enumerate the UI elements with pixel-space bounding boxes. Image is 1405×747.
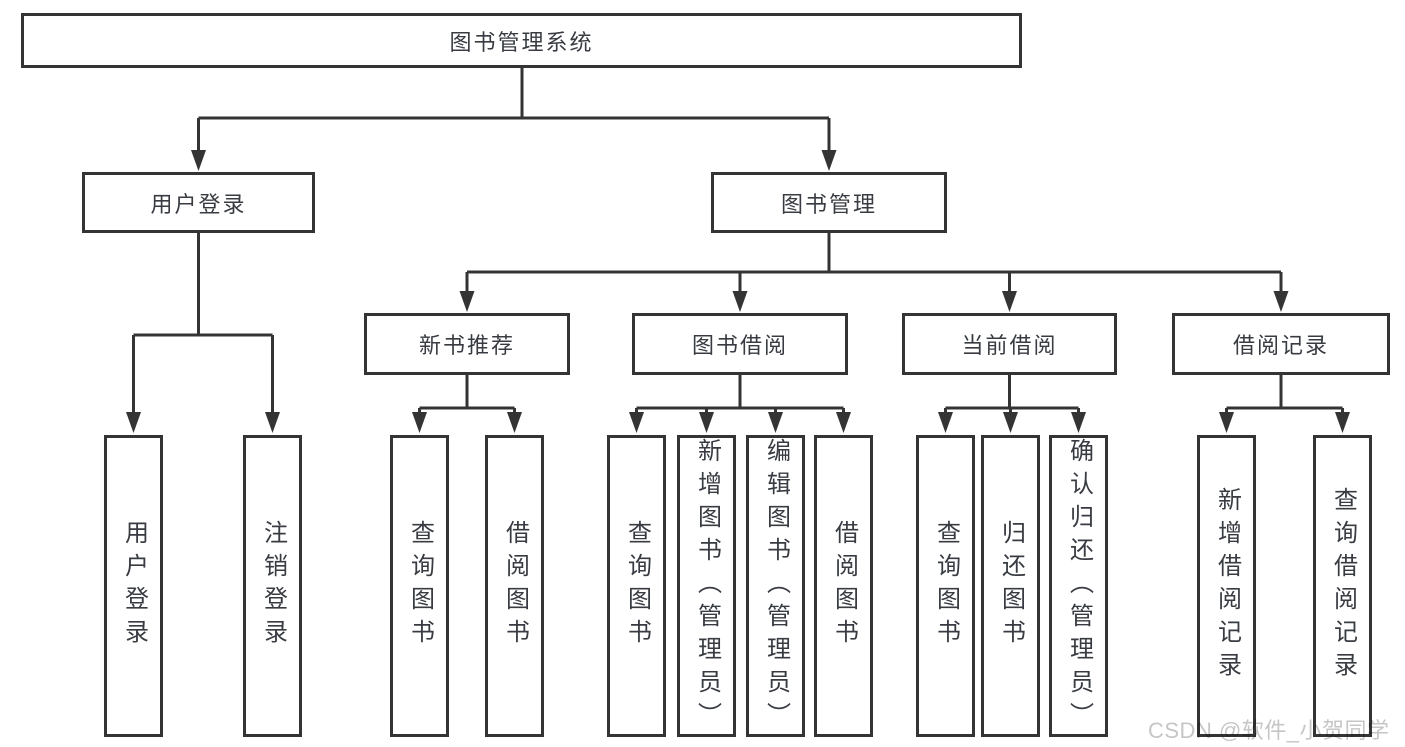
leaf-newbook-borrow: 借阅图书 (485, 435, 544, 737)
leaf-newbook-query-label: 查询图书 (406, 520, 434, 652)
node-current-borrow-label: 当前借阅 (961, 333, 1058, 358)
leaf-current-confirm-admin: 确认归还（管理员） (1049, 435, 1108, 737)
node-new-book-recommend-label: 新书推荐 (418, 333, 515, 358)
leaf-borrow-edit-admin-label: 编辑图书（管理员） (762, 437, 790, 735)
node-book-borrow: 图书借阅 (632, 313, 848, 375)
leaf-record-query-label: 查询借阅记录 (1329, 487, 1357, 685)
leaf-record-add: 新增借阅记录 (1197, 435, 1256, 737)
leaf-user-login: 用户登录 (104, 435, 163, 737)
leaf-logout-label: 注销登录 (259, 520, 287, 652)
node-book-management: 图书管理 (711, 172, 947, 233)
leaf-borrow-book: 借阅图书 (814, 435, 873, 737)
leaf-current-query: 查询图书 (916, 435, 975, 737)
leaf-logout: 注销登录 (243, 435, 302, 737)
node-new-book-recommend: 新书推荐 (364, 313, 570, 375)
leaf-record-query: 查询借阅记录 (1313, 435, 1372, 737)
leaf-current-confirm-admin-label: 确认归还（管理员） (1065, 437, 1093, 735)
leaf-borrow-query: 查询图书 (607, 435, 666, 737)
node-book-management-label: 图书管理 (780, 191, 877, 217)
csdn-watermark: CSDN @软件_小贺同学 (1148, 718, 1390, 743)
node-borrow-record-label: 借阅记录 (1232, 333, 1329, 358)
leaf-current-query-label: 查询图书 (932, 520, 960, 652)
leaf-user-login-label: 用户登录 (120, 520, 148, 652)
leaf-record-add-label: 新增借阅记录 (1213, 487, 1241, 685)
node-current-borrow: 当前借阅 (902, 313, 1117, 375)
leaf-borrow-book-label: 借阅图书 (830, 520, 858, 652)
node-user-login-label: 用户登录 (150, 191, 247, 217)
leaf-newbook-query: 查询图书 (390, 435, 449, 737)
leaf-borrow-edit-admin: 编辑图书（管理员） (746, 435, 805, 737)
leaf-borrow-query-label: 查询图书 (623, 520, 651, 652)
node-user-login: 用户登录 (82, 172, 315, 233)
leaf-current-return: 归还图书 (981, 435, 1040, 737)
leaf-newbook-borrow-label: 借阅图书 (501, 520, 529, 652)
arrowhead-icons (126, 150, 1350, 433)
node-root-system-label: 图书管理系统 (449, 29, 594, 55)
leaf-borrow-add-admin: 新增图书（管理员） (677, 435, 736, 737)
node-root-system: 图书管理系统 (21, 13, 1022, 68)
node-borrow-record: 借阅记录 (1172, 313, 1390, 375)
leaf-current-return-label: 归还图书 (997, 520, 1025, 652)
leaf-borrow-add-admin-label: 新增图书（管理员） (693, 437, 721, 735)
node-book-borrow-label: 图书借阅 (691, 333, 788, 358)
